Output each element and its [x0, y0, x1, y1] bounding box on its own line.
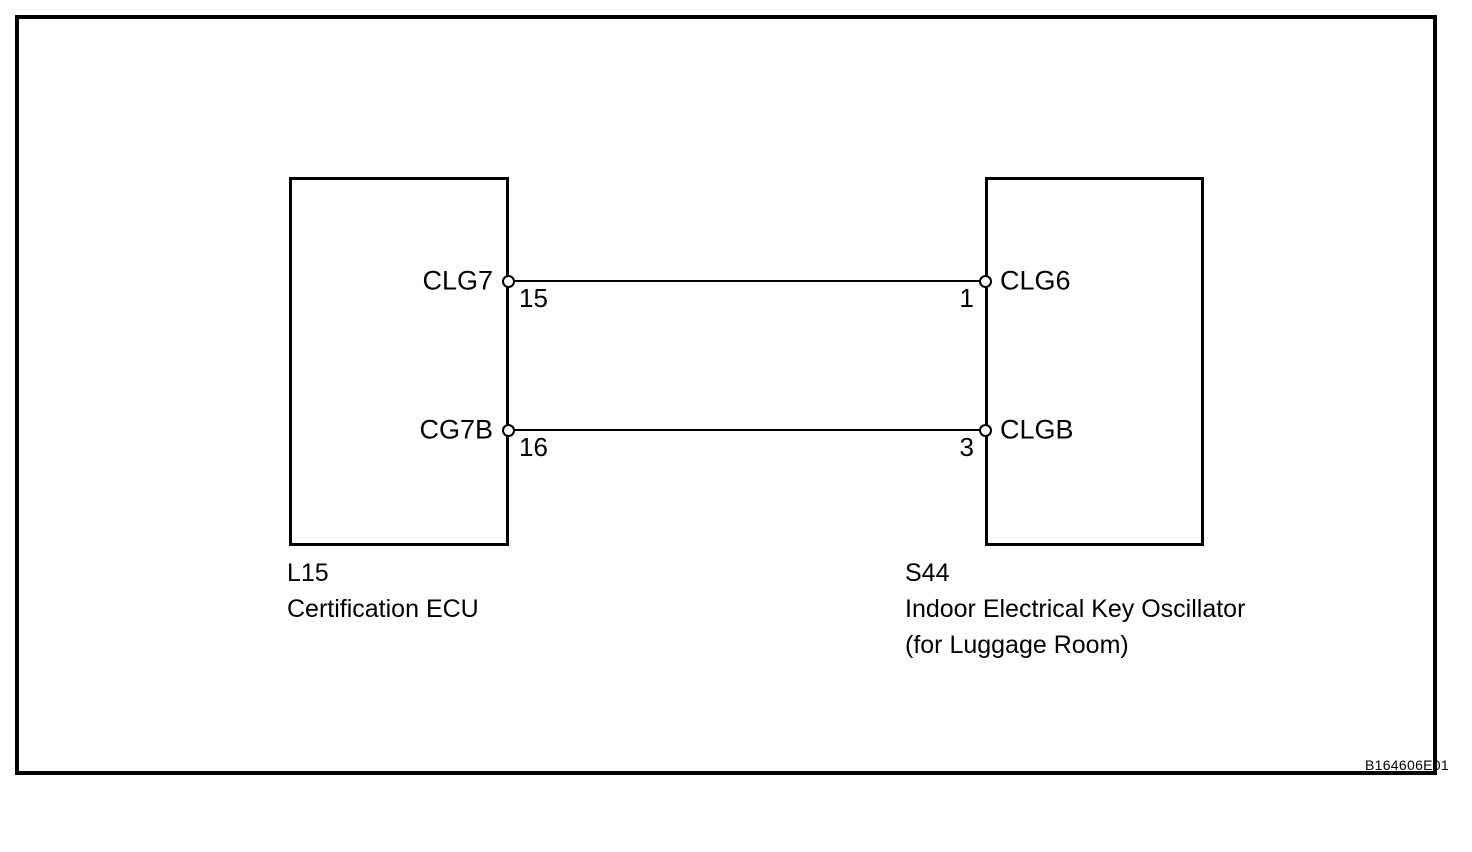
terminal-connector-left-pin-15 [502, 275, 515, 288]
component-caption-right: S44 Indoor Electrical Key Oscillator (fo… [905, 555, 1245, 663]
component-code-left: L15 [287, 559, 329, 587]
signal-label-right-clgb: CLGB [1000, 414, 1074, 445]
wire-clg7-to-clg6 [508, 280, 986, 282]
signal-label-right-clg6: CLG6 [1000, 265, 1071, 296]
terminal-connector-left-pin-16 [502, 424, 515, 437]
signal-label-left-cg7b: CG7B [419, 414, 493, 445]
component-code-right: S44 [905, 559, 950, 587]
signal-label-left-clg7: CLG7 [422, 265, 493, 296]
component-caption-left: L15 Certification ECU [287, 555, 479, 627]
pin-number-left-15: 15 [519, 283, 548, 313]
component-name-right: Indoor Electrical Key Oscillator [905, 595, 1246, 623]
terminal-connector-right-pin-3 [979, 424, 992, 437]
wire-cg7b-to-clgb [508, 429, 986, 431]
pin-number-left-16: 16 [519, 432, 548, 462]
pin-number-right-1: 1 [959, 283, 974, 313]
figure-id-label: B164606E01 [1365, 757, 1449, 773]
diagram-frame: CLG7 CG7B CLG6 CLGB 15 16 1 3 L15 Certif… [15, 15, 1449, 775]
component-name-left: Certification ECU [287, 595, 479, 623]
component-box-certification-ecu [289, 177, 509, 546]
terminal-connector-right-pin-1 [979, 275, 992, 288]
component-box-indoor-key-oscillator [985, 177, 1204, 546]
pin-number-right-3: 3 [959, 432, 974, 462]
component-name-right-line2: (for Luggage Room) [905, 631, 1129, 659]
